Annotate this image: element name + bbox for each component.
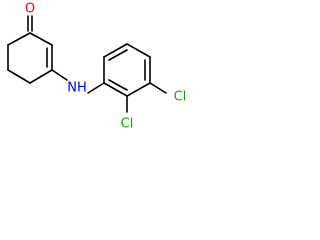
chlorine-bottom-label: Cl bbox=[121, 117, 134, 132]
chemical-structure: O NH Cl Cl bbox=[7, 2, 187, 132]
amine-label: NH bbox=[67, 81, 87, 96]
aryl-bond-2-double bbox=[108, 49, 128, 61]
oxygen-label: O bbox=[25, 2, 35, 17]
aryl-bond-6 bbox=[103, 82, 128, 97]
bond-nitrogen-to-aryl bbox=[87, 82, 105, 94]
bond-c6-c1 bbox=[29, 32, 53, 46]
aryl-bond-6-double bbox=[108, 79, 128, 91]
bond-ring-to-nitrogen bbox=[51, 69, 68, 81]
bond-c3-c4 bbox=[7, 69, 31, 84]
cyclohexenone-ring bbox=[7, 32, 53, 84]
chlorine-top-label: Cl bbox=[174, 90, 187, 105]
bond-c4-c5 bbox=[29, 69, 53, 84]
bond-to-chlorine-top bbox=[149, 82, 167, 94]
aryl-bond-2 bbox=[103, 43, 128, 58]
aryl-bond-5 bbox=[126, 82, 151, 97]
aryl-bond-3 bbox=[126, 43, 151, 58]
carbonyl-bond bbox=[27, 15, 33, 32]
bond-c1-c2 bbox=[7, 32, 31, 46]
dichlorophenyl-ring bbox=[103, 43, 151, 97]
